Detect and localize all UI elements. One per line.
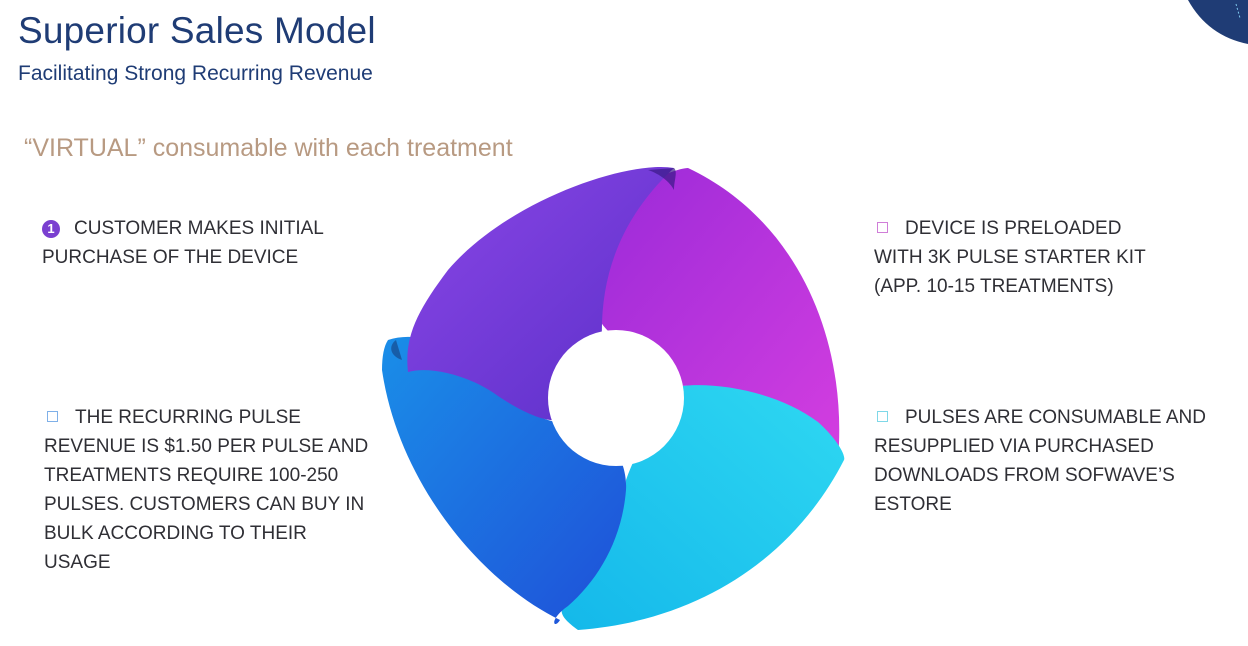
step-4-line-3: TREATMENTS REQUIRE 100-250: [44, 465, 339, 486]
tagline: “VIRTUAL” consumable with each treatment: [24, 134, 513, 162]
step-4-line-4: PULSES. CUSTOMERS CAN BUY IN: [44, 494, 365, 515]
cycle-segment-purple: [407, 166, 674, 421]
step-1-number-icon: 1: [42, 220, 60, 238]
corner-logo-shape: [1178, 0, 1248, 44]
step-4-line-6: USAGE: [44, 552, 111, 573]
step-3-bullet-icon: [877, 411, 888, 422]
step-4-line-2: REVENUE IS $1.50 PER PULSE AND: [44, 436, 369, 457]
step-3-line-3: DOWNLOADS FROM SOFWAVE’S: [874, 465, 1175, 486]
step-2-preloaded: DEVICE IS PRELOADED WITH 3K PULSE STARTE…: [874, 214, 1174, 301]
step-2-line-1: DEVICE IS PRELOADED: [905, 218, 1122, 239]
step-4-bullet-icon: [47, 411, 58, 422]
step-3-line-4: ESTORE: [874, 494, 952, 515]
step-1-line-1: CUSTOMER MAKES INITIAL: [74, 218, 324, 239]
cycle-segment-magenta: [597, 168, 840, 460]
step-3-line-1: PULSES ARE CONSUMABLE AND: [905, 407, 1206, 428]
page-title: Superior Sales Model: [18, 10, 376, 51]
step-1-line-2: PURCHASE OF THE DEVICE: [42, 247, 299, 268]
cycle-segment-cyan: [561, 385, 845, 630]
step-2-line-3: (APP. 10-15 TREATMENTS): [874, 276, 1114, 297]
step-4-line-1: THE RECURRING PULSE: [75, 407, 301, 428]
step-2-bullet-icon: [877, 222, 888, 233]
step-4-line-5: BULK ACCORDING TO THEIR: [44, 523, 307, 544]
sales-cycle-graphic: [382, 166, 845, 630]
step-2-line-2: WITH 3K PULSE STARTER KIT: [874, 247, 1146, 268]
step-3-consumable: PULSES ARE CONSUMABLE AND RESUPPLIED VIA…: [874, 403, 1234, 519]
cycle-segment-blue: [382, 336, 627, 625]
cycle-center-hole: [548, 330, 684, 466]
page-subtitle: Facilitating Strong Recurring Revenue: [18, 62, 373, 85]
step-4-recurring-revenue: THE RECURRING PULSE REVENUE IS $1.50 PER…: [44, 403, 394, 577]
step-3-line-2: RESUPPLIED VIA PURCHASED: [874, 436, 1154, 457]
step-1-purchase: 1 CUSTOMER MAKES INITIAL PURCHASE OF THE …: [42, 214, 372, 272]
